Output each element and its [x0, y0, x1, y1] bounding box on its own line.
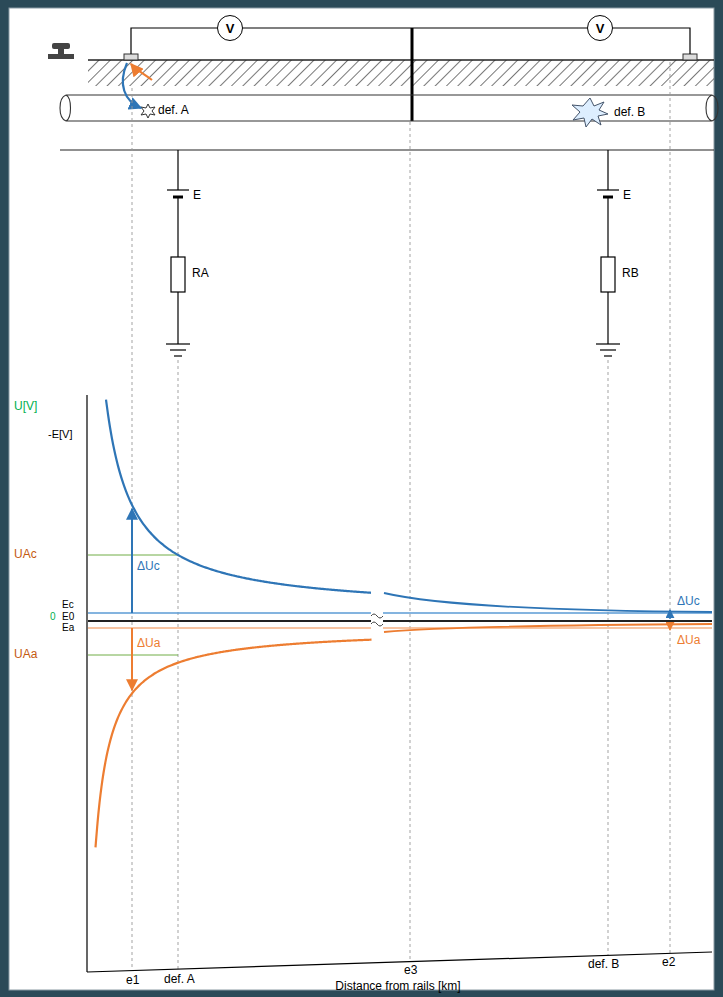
battery-plate: [167, 189, 189, 190]
wire: [607, 292, 608, 344]
delta-label: ΔUa: [677, 634, 700, 648]
anodic-curve: [96, 640, 372, 848]
resistor-symbol: [601, 257, 615, 292]
guide-line: [670, 62, 671, 953]
terminal: [124, 54, 138, 60]
reference-line: [60, 149, 714, 150]
delta-label: ΔUc: [677, 595, 700, 609]
voltmeter: V: [217, 15, 243, 41]
guide-line: [132, 88, 133, 971]
battery-plate: [597, 189, 619, 190]
rail-foot: [48, 54, 74, 59]
resistor-label: RA: [192, 267, 209, 281]
guide-lines: [132, 62, 670, 971]
wire: [177, 150, 178, 190]
axis-label: U[V]: [14, 400, 37, 414]
anodic-curve: [384, 624, 712, 632]
defect-label: def. B: [614, 106, 645, 120]
terminal: [683, 54, 697, 60]
x-axis: [87, 952, 712, 972]
wire: [177, 197, 178, 257]
guide-line: [608, 360, 609, 955]
level-label: UAa: [14, 648, 37, 662]
defect-a: [141, 104, 155, 118]
ground-symbol: [174, 355, 182, 356]
anode-circuit: [596, 150, 620, 356]
ground-surface: [88, 59, 714, 61]
axis-tick: 0: [50, 611, 56, 623]
ground-symbol: [596, 343, 620, 344]
level-label: E0: [62, 611, 74, 623]
guide-line: [178, 360, 179, 969]
wire: [243, 27, 587, 28]
axis-label: -E[V]: [48, 428, 72, 441]
axis-tick: e3: [404, 964, 417, 978]
rail-web: [58, 49, 64, 54]
level-label: UAc: [14, 548, 37, 562]
delta-arrow: [131, 628, 133, 690]
axis-tick: e2: [662, 956, 675, 970]
ground-symbol: [600, 349, 616, 350]
ground-symbol: [604, 355, 612, 356]
axis-tick: e1: [126, 974, 139, 988]
source-label: E: [623, 189, 631, 203]
potential-line: [88, 620, 712, 622]
wire: [607, 197, 608, 257]
axis-break: [371, 614, 383, 626]
current-arrow: [131, 64, 152, 80]
defect-label: def. A: [158, 104, 189, 118]
cathodic-curve: [106, 400, 372, 593]
level-label: Ea: [62, 622, 74, 634]
wire: [613, 28, 690, 54]
axis-title: Distance from rails [km]: [335, 980, 460, 994]
axis-tick: def. B: [588, 958, 619, 972]
pipeline: [60, 95, 718, 121]
source-label: E: [193, 189, 201, 203]
pipe-connection: [411, 28, 414, 121]
y-axis: [86, 395, 87, 972]
level-label: Ec: [62, 599, 74, 611]
delta-arrow: [131, 509, 133, 613]
defect-b: [572, 98, 608, 127]
delta-arrow: [669, 622, 671, 630]
cathodic-curve: [384, 593, 712, 612]
white-panel: [9, 8, 714, 990]
ground-symbol: [166, 343, 190, 344]
wire: [607, 150, 608, 190]
delta-arrow: [669, 610, 671, 619]
guide-line: [410, 122, 411, 962]
potential-line: [88, 627, 712, 629]
meter-symbol: V: [596, 22, 605, 35]
anode-circuit: [166, 150, 190, 356]
voltmeter: V: [587, 15, 613, 41]
ground-symbol: [170, 349, 186, 350]
delta-label: ΔUa: [137, 637, 160, 651]
resistor-symbol: [171, 257, 185, 292]
potential-line: [88, 612, 712, 614]
meter-symbol: V: [226, 22, 235, 35]
axis-tick: def. A: [164, 973, 195, 987]
wire: [177, 292, 178, 344]
wire: [131, 28, 217, 54]
rail-head: [52, 43, 70, 49]
ground-hatching: [88, 60, 714, 86]
rail-symbol: [48, 43, 74, 59]
axis-break-gap: [371, 585, 383, 637]
resistor-label: RB: [622, 267, 639, 281]
delta-label: ΔUc: [137, 560, 160, 574]
